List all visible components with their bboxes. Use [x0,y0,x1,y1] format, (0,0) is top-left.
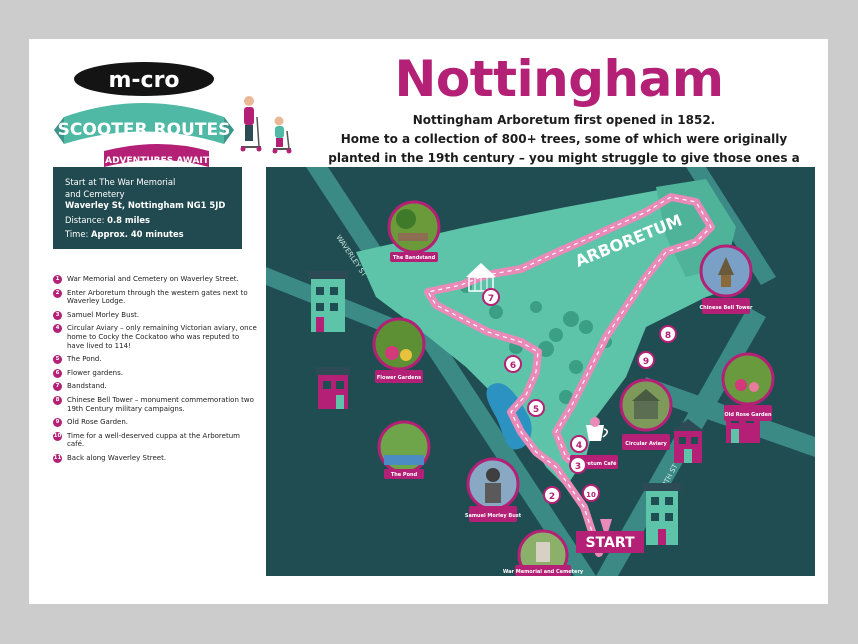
time-row: Time: Approx. 40 minutes [65,229,184,239]
coffee-cup-icon [586,417,608,441]
svg-text:The Bandstand: The Bandstand [393,255,436,261]
stop-photo-war-memorial: War Memorial and Cemetery [503,529,584,576]
house-icon [643,483,681,545]
svg-text:8: 8 [665,331,671,341]
svg-text:3: 3 [575,462,581,472]
bandstand-icon [466,263,496,292]
route-map: WAVERLEY ST NORTH ST ARBORETUM [266,167,815,576]
stop-photo-flower-gardens: Flower Gardens [372,317,426,383]
stop-photo-bandstand: The Bandstand [387,200,441,262]
svg-text:Old Rose Garden: Old Rose Garden [724,412,772,418]
svg-text:5: 5 [533,405,539,415]
stop-photo-pond: The Pond [377,420,431,479]
arboretum-park [356,185,736,487]
start-line: Start at The War Memorial [65,177,176,187]
house-icon [308,271,348,332]
micro-scooter-routes-logo: m-cro SCOOTER ROUTES ADVENTURES AWAIT [49,59,299,179]
svg-text:10: 10 [586,491,596,499]
svg-text:9: 9 [643,357,649,367]
house-icon [316,367,350,409]
svg-text:Circular Aviary: Circular Aviary [625,441,667,447]
svg-text:The Pond: The Pond [391,472,418,478]
start-address: Waverley St, Nottingham NG1 5JD [65,200,226,210]
svg-text:2: 2 [549,492,555,502]
start-line-2: and Cemetery [65,188,125,199]
cafe-label: Arboretum Café [572,460,617,467]
poster: m-cro SCOOTER ROUTES ADVENTURES AWAIT [29,39,828,604]
svg-text:START: START [585,535,635,551]
house-icon [672,419,704,463]
svg-text:7: 7 [488,294,494,304]
logo-wordmark: m-cro [108,68,179,93]
svg-text:War Memorial and Cemetery: War Memorial and Cemetery [503,569,584,575]
scooter-riders-illustration [240,96,292,154]
route-info-box: Start at The War Memorial and Cemetery W… [53,167,242,249]
banner-title: SCOOTER ROUTES [58,120,231,140]
start-marker: START [576,519,644,553]
svg-text:6: 6 [510,361,516,371]
page-title: Nottingham [394,50,724,108]
stop-photo-old-rose-garden: Old Rose Garden [721,352,775,421]
banner-tagline: ADVENTURES AWAIT [105,156,210,166]
stop-photo-samuel-morley-bust: Samuel Morley Bust [465,457,522,522]
svg-text:4: 4 [576,441,582,451]
svg-text:Chinese Bell Tower: Chinese Bell Tower [699,305,753,311]
svg-text:Flower Gardens: Flower Gardens [377,375,421,381]
svg-text:Samuel Morley Bust: Samuel Morley Bust [465,513,522,519]
stop-photo-circular-aviary: Circular Aviary [619,378,673,450]
stop-markers: 1 2 3 4 5 6 7 8 9 10 [482,288,677,551]
stop-photo-chinese-bell-tower: Chinese Bell Tower [699,244,753,314]
distance-row: Distance: 0.8 miles [65,214,151,225]
trees [460,281,612,404]
